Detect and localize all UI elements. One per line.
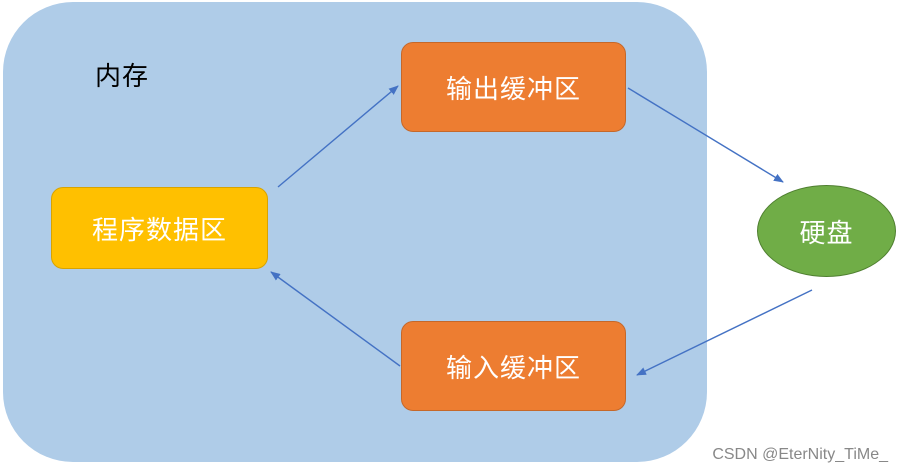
- memory-label: 内存: [95, 62, 150, 92]
- input-buffer-node: 输入缓冲区: [401, 321, 626, 411]
- program-data-area-label: 程序数据区: [91, 215, 227, 246]
- disk-label: 硬盘: [799, 218, 854, 249]
- arrow-disk-to-input: [636, 289, 813, 376]
- watermark-text: CSDN @EterNity_TiMe_: [712, 446, 888, 463]
- input-buffer-label: 输入缓冲区: [445, 353, 581, 384]
- arrow-program-to-output: [277, 85, 399, 188]
- arrow-output-to-disk: [627, 87, 784, 183]
- output-buffer-node: 输出缓冲区: [401, 42, 626, 132]
- program-data-area-node: 程序数据区: [51, 187, 268, 269]
- arrow-input-to-program: [270, 271, 401, 367]
- disk-node: 硬盘: [757, 185, 896, 277]
- output-buffer-label: 输出缓冲区: [445, 74, 581, 105]
